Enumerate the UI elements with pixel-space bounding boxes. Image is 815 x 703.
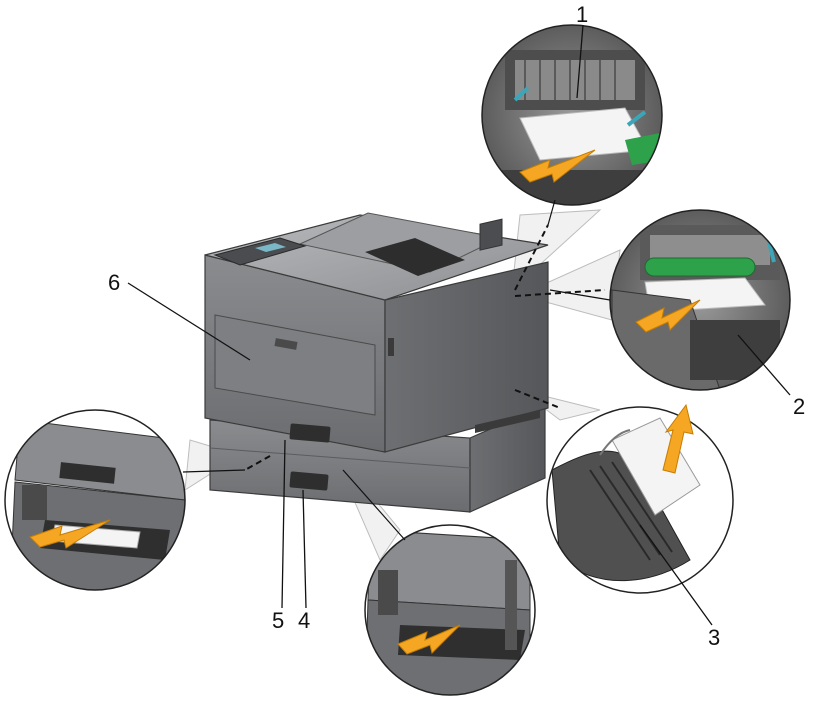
pull-arrow (635, 299, 701, 333)
callout-3: 3 (708, 625, 720, 650)
mpf-cover (214, 314, 376, 416)
pull-arrow (29, 519, 111, 549)
green-roller (644, 257, 756, 277)
pull-arrow (519, 149, 596, 183)
tray2-handle (289, 471, 329, 491)
inset-fuser-top (481, 24, 663, 206)
callout-6: 6 (108, 270, 120, 295)
pull-arrow-up (662, 403, 694, 474)
inset-fuser-right (609, 209, 791, 391)
callout-5: 5 (272, 608, 284, 633)
callout-leaders (127, 24, 791, 626)
printer-right-side (384, 261, 549, 453)
callout-1: 1 (576, 2, 588, 27)
jammed-paper (611, 417, 701, 516)
dashed-pointers (244, 224, 606, 471)
tray1-handle (289, 423, 331, 443)
printer (204, 212, 549, 513)
control-panel (213, 237, 307, 266)
inset-duplex (546, 403, 734, 594)
callout-2: 2 (793, 394, 805, 419)
inset-tray-bottom (364, 524, 536, 696)
callout-4: 4 (298, 608, 310, 633)
pull-arrow (397, 624, 461, 655)
inset-tray-left (4, 409, 186, 591)
